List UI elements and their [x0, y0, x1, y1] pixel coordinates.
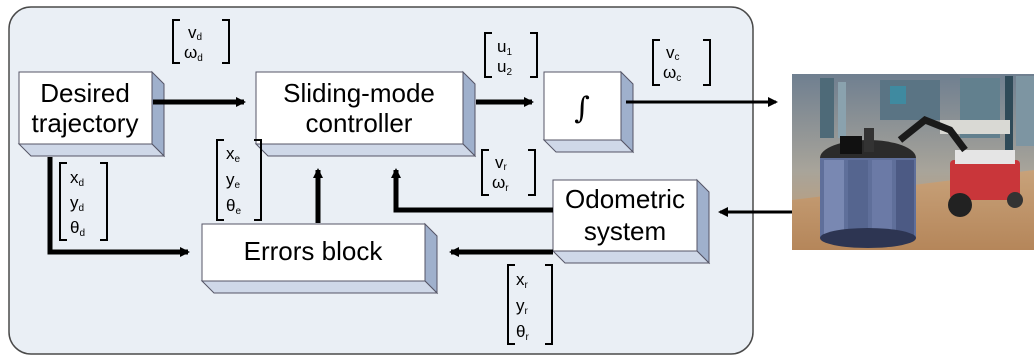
thetar-symbol: θr — [516, 322, 529, 343]
robot-photo — [792, 74, 1034, 250]
desired-trajectory-block: Desired trajectory — [17, 70, 166, 158]
arrow-desired-to-errors — [47, 157, 190, 257]
yr-symbol: yr — [516, 296, 529, 317]
vector-vc-wc: vc ωc — [652, 39, 711, 86]
odometric-label-line1: Odometric — [565, 184, 685, 214]
odometric-label-line2: system — [584, 216, 666, 246]
thetae-symbol: θe — [226, 196, 241, 217]
vc-symbol: vc — [666, 43, 680, 63]
vector-u: u1 u2 — [484, 32, 538, 78]
odometric-system-block: Odometric system — [551, 178, 711, 265]
controller-label-line2: controller — [306, 108, 413, 138]
vr-symbol: vr — [495, 153, 508, 173]
desired-trajectory-label-line1: Desired — [40, 78, 130, 108]
xd-symbol: xd — [70, 168, 84, 189]
vd-symbol: vd — [188, 23, 202, 43]
yd-symbol: yd — [70, 193, 84, 214]
errors-block-label: Errors block — [244, 236, 384, 266]
wd-symbol: ωd — [184, 43, 203, 64]
vector-vr-wr: vr ωr — [481, 149, 536, 196]
errors-block: Errors block — [200, 222, 439, 295]
arrow-odometric-to-controller — [391, 168, 553, 213]
vector-errors: xe ye θe — [216, 139, 262, 221]
vector-real-pose: xr yr θr — [507, 264, 553, 345]
desired-trajectory-label-line2: trajectory — [32, 108, 139, 138]
integral-symbol: ∫ — [574, 91, 590, 126]
vector-vd-wd: vd ωd — [172, 19, 230, 64]
ye-symbol: ye — [226, 170, 241, 191]
xr-symbol: xr — [516, 270, 529, 291]
wc-symbol: ωc — [663, 63, 681, 84]
controller-label-line1: Sliding-mode — [283, 78, 435, 108]
wr-symbol: ωr — [492, 173, 509, 194]
u2-symbol: u2 — [497, 57, 512, 78]
vector-desired-pose: xd yd θd — [59, 162, 108, 241]
u1-symbol: u1 — [497, 37, 512, 58]
integrator-block: ∫ — [542, 70, 635, 154]
sliding-mode-controller-block: Sliding-mode controller — [254, 70, 477, 158]
thetad-symbol: θd — [70, 218, 85, 239]
xe-symbol: xe — [226, 144, 241, 165]
